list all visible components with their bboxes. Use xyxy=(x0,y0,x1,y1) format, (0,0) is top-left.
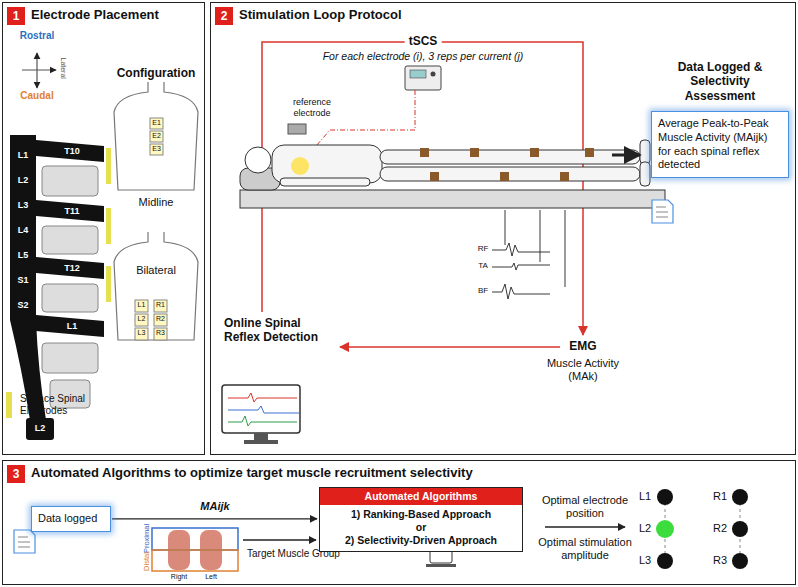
text-label: EMG xyxy=(569,339,596,353)
spine-illustration xyxy=(10,135,111,440)
step-badge: 1 xyxy=(7,7,25,25)
text-label: E2 xyxy=(152,132,161,140)
text-label: tSCS xyxy=(405,34,442,48)
torso-outline xyxy=(114,82,198,340)
text-label: TA xyxy=(478,261,488,271)
target-arrow xyxy=(243,539,316,540)
text-label: R3 xyxy=(713,554,727,567)
text-label: L1 xyxy=(67,321,78,332)
algorithm-box: Automated Algorithms 1) Ranking-Based App… xyxy=(319,487,523,552)
step-badge: 3 xyxy=(7,465,25,483)
text-label: T10 xyxy=(64,146,80,157)
node-text: 1) Ranking-Based Approach xyxy=(320,508,522,521)
step-badge: 2 xyxy=(215,7,233,25)
text-label: L2 xyxy=(18,175,29,186)
text-label: R1 xyxy=(156,301,165,309)
text-label: Left xyxy=(205,573,217,581)
text-label: Bilateral xyxy=(136,264,176,277)
text-label: T12 xyxy=(64,263,80,274)
document-box: Data logged xyxy=(31,506,111,532)
node-heading: Data logged xyxy=(38,512,104,526)
text-label: Rostral xyxy=(20,30,54,42)
text-label: reference electrode xyxy=(285,97,340,119)
text-label: Caudal xyxy=(20,90,53,102)
node-heading: Automated Algorithms xyxy=(320,488,522,505)
text-label: L1 xyxy=(639,490,651,503)
text-label: Target Muscle Group xyxy=(247,548,340,560)
text-label: R2 xyxy=(713,522,727,535)
node-heading: Electrode Placement xyxy=(31,7,159,22)
node-text: or xyxy=(320,521,522,534)
text-label: L3 xyxy=(138,329,146,337)
text-label: Online Spinal Reflex Detection xyxy=(224,316,336,345)
node-heading: Automated Algorithms to optimize target … xyxy=(31,465,473,480)
text-label: Data Logged & Selectivity Assessment xyxy=(658,60,783,103)
text-label: L4 xyxy=(18,225,29,236)
node-heading: 3 xyxy=(7,465,25,483)
text-label: Configuration xyxy=(117,66,196,80)
text-label: RF xyxy=(478,244,489,254)
text-label: Optimal stimulation amplitude xyxy=(530,536,640,562)
text-label: Proximal xyxy=(142,524,151,553)
text-label: L5 xyxy=(18,250,29,261)
connector-arrow xyxy=(112,518,317,519)
text-label: L1 xyxy=(138,301,146,309)
text-label: L2 xyxy=(138,315,146,323)
legend-text: Surface Spinal Electrodes xyxy=(20,393,100,417)
text-label: L2 xyxy=(35,423,46,434)
reference-electrode xyxy=(288,124,309,175)
node-heading: Average Peak-to-Peak Muscle Activity (MA… xyxy=(658,117,782,172)
electrode-pad xyxy=(135,118,167,340)
node-heading: Stimulation Loop Protocol xyxy=(239,7,402,22)
text-label: R1 xyxy=(713,490,727,503)
output-arrow xyxy=(545,526,625,527)
node-text: 2) Selectivity-Driven Approach xyxy=(320,534,522,547)
text-label: MAijk xyxy=(200,500,229,513)
text-label: BF xyxy=(478,286,488,296)
text-label: Midline xyxy=(139,196,174,209)
legend: Surface Spinal Electrodes xyxy=(6,392,100,418)
panel-box: Automated Algorithms to optimize target … xyxy=(2,460,796,585)
document-icon xyxy=(14,200,673,553)
node-heading: 2 xyxy=(215,7,233,25)
document-box: Average Peak-to-Peak Muscle Activity (MA… xyxy=(651,111,789,178)
text-label: S1 xyxy=(17,275,28,286)
text-label: Right xyxy=(171,573,187,581)
legend-item: Surface Spinal Electrodes xyxy=(6,392,100,418)
text-label: L2 xyxy=(639,522,651,535)
text-label: Distal xyxy=(142,552,151,571)
text-label: R3 xyxy=(156,329,165,337)
legs-figure xyxy=(152,528,238,571)
emg-signal xyxy=(492,210,565,299)
text-label: L1 xyxy=(18,150,29,161)
legend-swatch xyxy=(6,392,12,418)
text-label: L3 xyxy=(18,200,29,211)
text-label: T11 xyxy=(64,206,79,217)
text-label: E1 xyxy=(152,119,161,127)
emg-electrode xyxy=(420,148,594,181)
text-label: R2 xyxy=(156,315,165,323)
electrode-grid xyxy=(656,489,748,569)
monitor-icon xyxy=(222,385,300,444)
text-label: E3 xyxy=(152,145,161,153)
text-label: L3 xyxy=(639,554,651,567)
flow-arrow xyxy=(612,154,640,157)
text-label: For each electrode (i), 3 reps per curre… xyxy=(323,50,524,63)
node-heading: 1 xyxy=(7,7,25,25)
text-label: Lateral xyxy=(59,57,67,78)
text-label: Muscle Activity (MAk) xyxy=(536,357,631,383)
orientation-cross xyxy=(22,53,56,88)
text-label: Optimal electrode position xyxy=(530,494,640,520)
lying-body xyxy=(240,140,665,208)
text-label: S2 xyxy=(17,300,28,311)
